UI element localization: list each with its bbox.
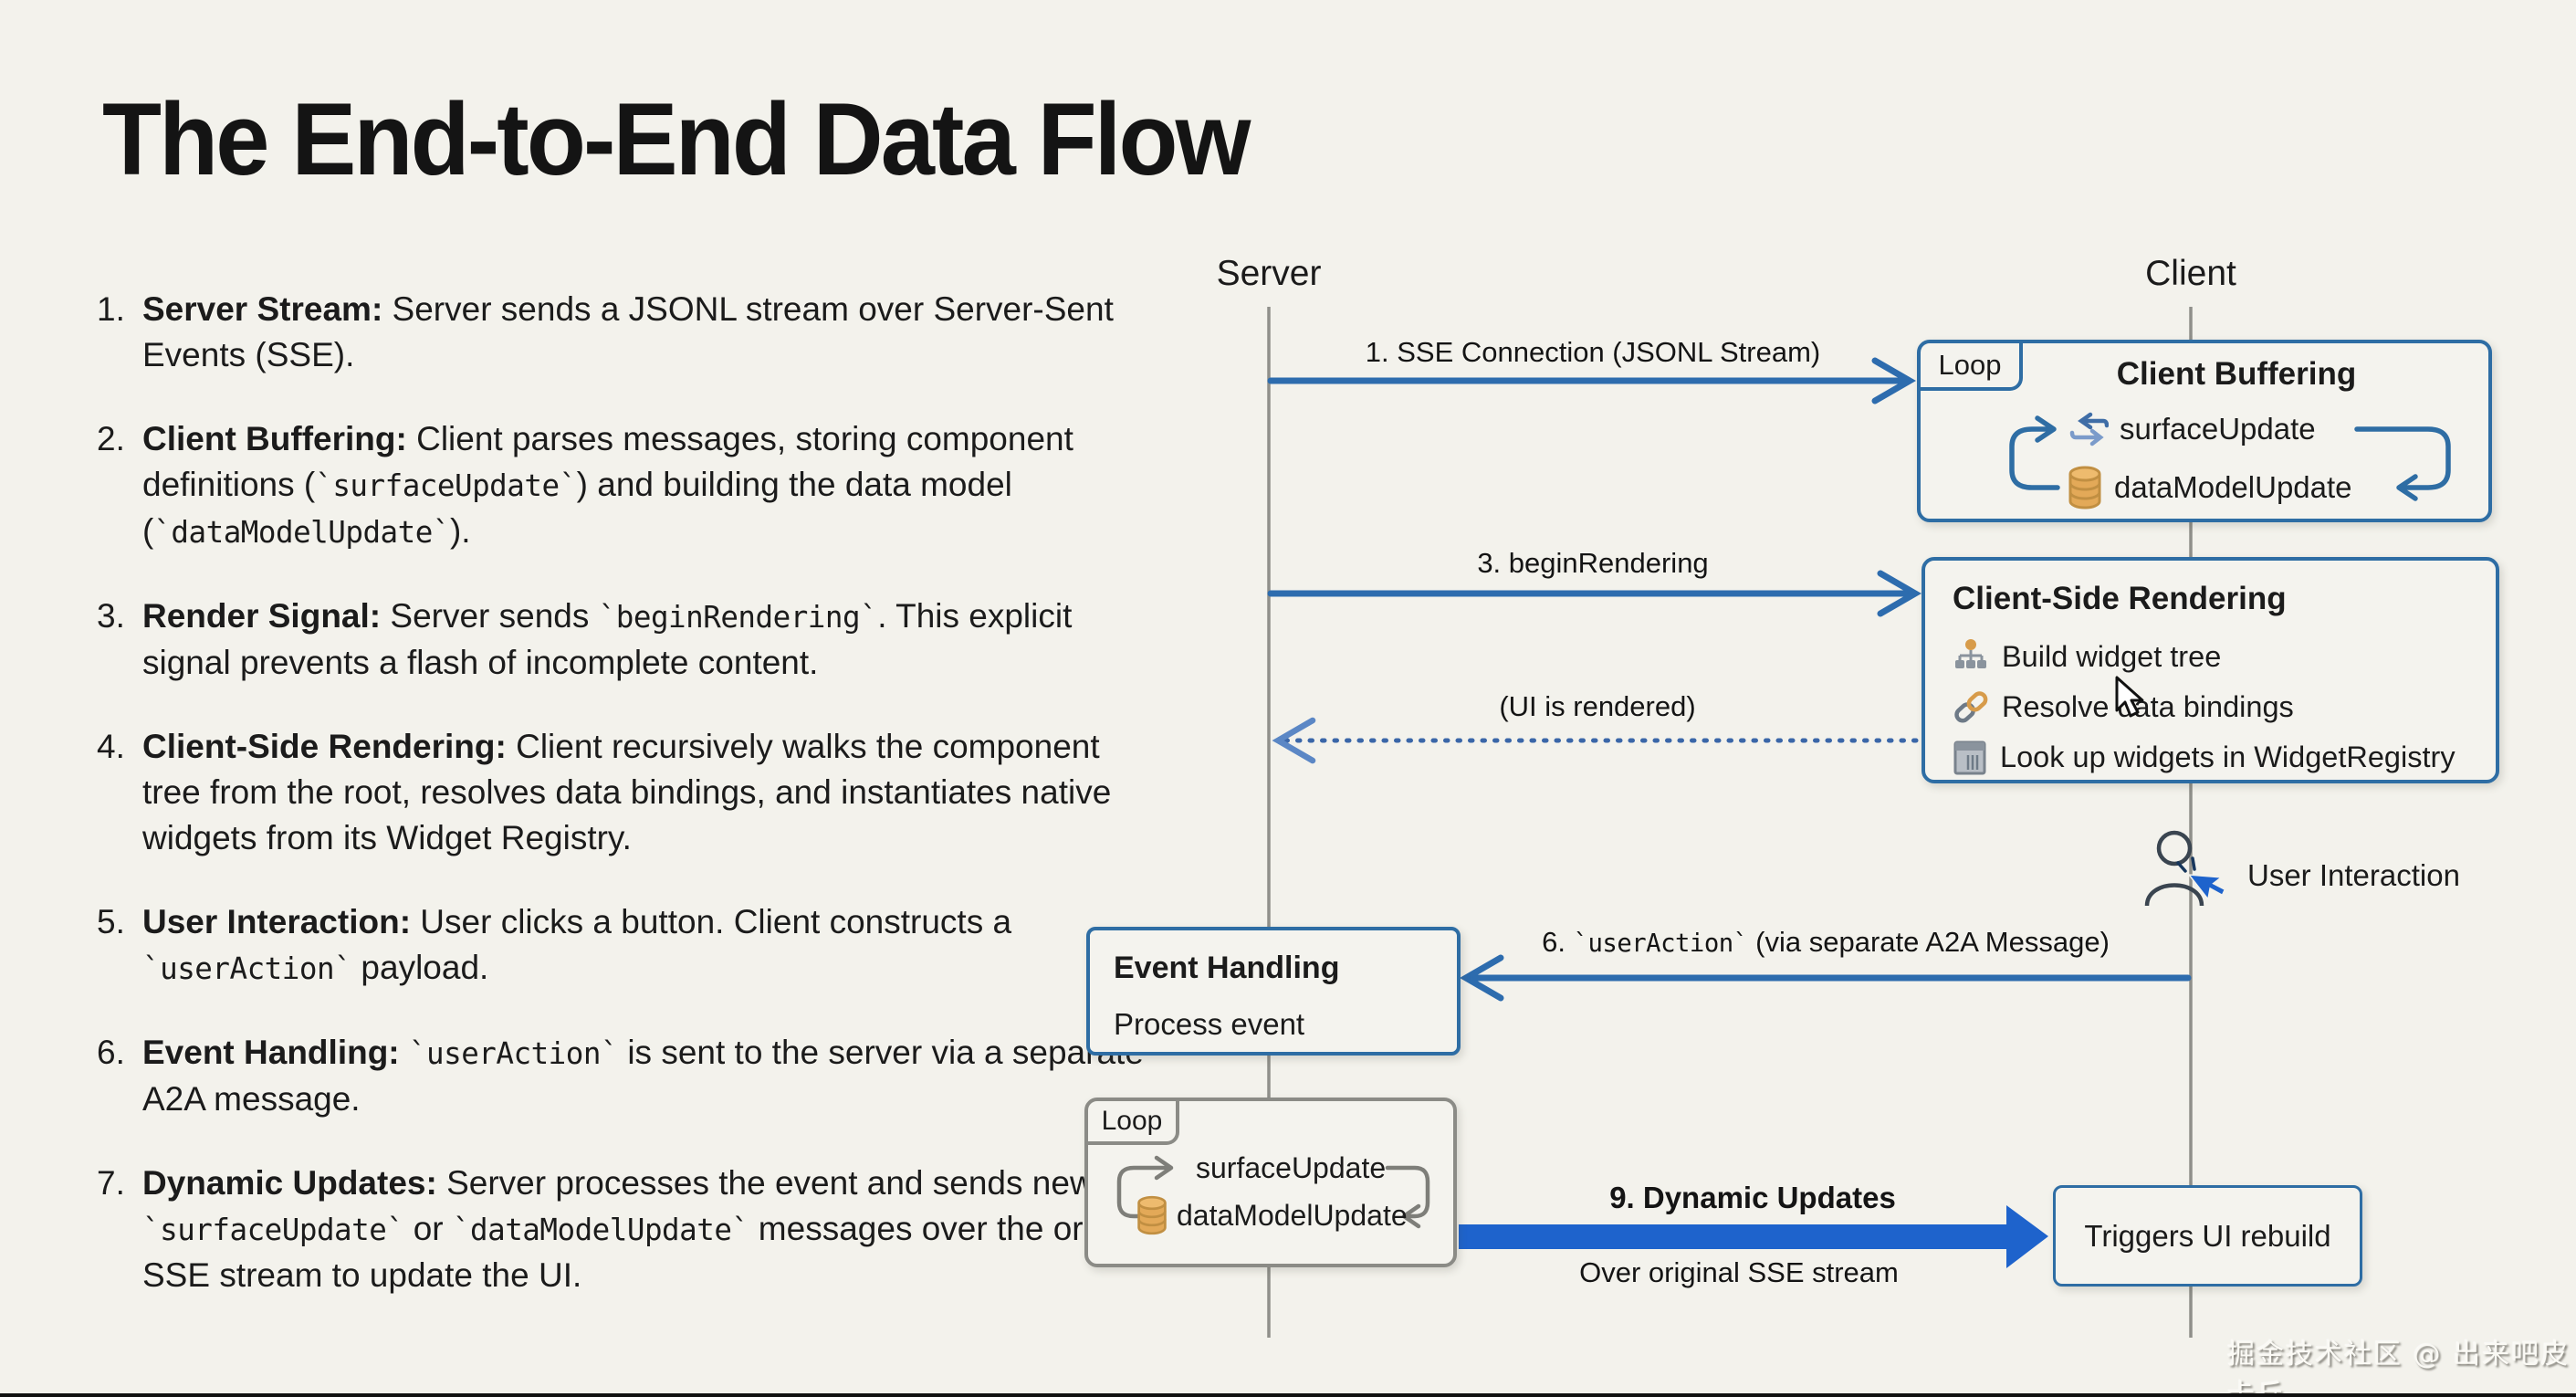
resolve-data-bindings-label: Resolve data bindings — [2002, 689, 2294, 723]
loop-fragment-label: Loop — [1921, 343, 2023, 391]
surface-update-row: surfaceUpdate — [2067, 409, 2316, 449]
surface-update-label: surfaceUpdate — [2120, 412, 2316, 446]
server-lifeline-label: Server — [1216, 254, 1322, 293]
step-item: 5. User Interaction: User clicks a button… — [97, 899, 1165, 992]
code-text: `dataModelUpdate` — [153, 515, 450, 550]
client-side-rendering-items: Build widget tree Resolve data bindings — [1953, 635, 2456, 778]
widget-tree-icon — [1955, 639, 1986, 668]
data-model-update-row: dataModelUpdate — [1136, 1194, 1408, 1236]
text: Server sends a JSONL stream over Server-… — [142, 290, 1114, 373]
server-loop-box: Loop surfaceUpdate dataModelUpdate — [1084, 1098, 1457, 1267]
text: User clicks a button. Client constructs … — [411, 903, 1012, 940]
build-widget-tree-row: Build widget tree — [1953, 635, 2456, 677]
event-handling-subtitle: Process event — [1114, 1007, 1305, 1041]
buffer-cycle-arrows — [2009, 415, 2451, 501]
step-item: 2. Client Buffering: Client parses messag… — [97, 416, 1165, 555]
message-ui-rendered: (UI is rendered) — [1499, 690, 1696, 722]
bold-text: Event Handling: — [142, 1034, 400, 1071]
bold-text: Render Signal: — [142, 597, 382, 635]
data-model-update-label: dataModelUpdate — [2114, 470, 2352, 504]
client-side-rendering-box: Client-Side Rendering Build widget tree — [1922, 557, 2499, 783]
data-model-update-label: dataModelUpdate — [1177, 1198, 1408, 1232]
bold-text: Dynamic Updates: — [142, 1164, 437, 1202]
database-icon — [2068, 466, 2101, 509]
step-number: 2. — [97, 420, 125, 457]
text: ) and building the data model ( — [142, 466, 1012, 550]
sync-icon — [2069, 412, 2109, 446]
message-dynamic-updates-subtitle: Over original SSE stream — [1579, 1256, 1899, 1288]
arrow-dynamic-updates — [1459, 1205, 2048, 1268]
surface-update-label: surfaceUpdate — [1196, 1150, 1387, 1184]
step-item: 6. Event Handling: `userAction` is sent t… — [97, 1030, 1165, 1122]
click-cursor-icon — [2176, 856, 2226, 901]
message-sse-connection: 1. SSE Connection (JSONL Stream) — [1365, 336, 1821, 368]
step-number: 5. — [97, 903, 125, 940]
arrow-user-action — [1460, 954, 2192, 1002]
arrow-ui-rendered — [1272, 717, 1920, 764]
message-begin-rendering: 3. beginRendering — [1477, 547, 1709, 579]
bottom-edge-bar — [0, 1393, 2576, 1397]
text: (via separate A2A Message) — [1747, 926, 2110, 958]
watermark: 掘金技术社区 @ 出来吧皮卡丘 — [2227, 1339, 2571, 1397]
client-side-rendering-title: Client-Side Rendering — [1953, 581, 2287, 616]
text: . This explicit signal prevents a flash … — [142, 597, 1073, 681]
text: 6. — [1542, 926, 1574, 958]
pointer-cursor-icon — [2115, 676, 2144, 718]
event-handling-box: Event Handling Process event — [1086, 927, 1461, 1056]
step-number: 6. — [97, 1034, 125, 1071]
step-number: 3. — [97, 597, 125, 635]
widget-registry-row: Look up widgets in WidgetRegistry — [1953, 736, 2456, 778]
code-text: `dataModelUpdate` — [452, 1213, 749, 1247]
text: Client parses messages, storing componen… — [142, 420, 1073, 503]
code-text: `userAction` — [408, 1036, 619, 1071]
step-item: 1. Server Stream: Server sends a JSONL st… — [97, 287, 1165, 378]
database-icon — [1137, 1195, 1167, 1235]
server-loop-cycle-arrows — [1116, 1155, 1430, 1229]
build-widget-tree-label: Build widget tree — [2002, 639, 2222, 673]
loop-fragment-label: Loop — [1088, 1101, 1179, 1145]
text: Server sends — [381, 597, 599, 635]
user-interaction-label: User Interaction — [2247, 858, 2460, 892]
arrow-begin-rendering — [1267, 570, 1922, 617]
message-dynamic-updates-title: 9. Dynamic Updates — [1609, 1181, 1896, 1214]
text: payload. — [351, 949, 489, 986]
bold-text: User Interaction: — [142, 903, 412, 940]
code-text: `userAction` — [142, 951, 352, 986]
step-number: 4. — [97, 728, 125, 765]
bold-text: Client-Side Rendering: — [142, 728, 507, 765]
text: is sent to the server via a separate A2A… — [142, 1034, 1144, 1118]
data-model-update-row: dataModelUpdate — [2067, 466, 2352, 509]
bold-text: Client Buffering: — [142, 420, 407, 457]
link-icon — [1954, 691, 1988, 723]
client-lifeline-label: Client — [2145, 254, 2236, 293]
step-number: 7. — [97, 1164, 125, 1202]
code-text: `beginRendering` — [598, 600, 878, 635]
event-handling-title: Event Handling — [1114, 951, 1340, 985]
registry-icon — [1953, 741, 1986, 775]
step-item: 4. Client-Side Rendering: Client recursiv… — [97, 724, 1165, 861]
step-number: 1. — [97, 290, 125, 328]
code-text: `userAction` — [1573, 930, 1748, 958]
triggers-ui-rebuild-box: Triggers UI rebuild — [2053, 1185, 2362, 1287]
resolve-data-bindings-row: Resolve data bindings — [1953, 686, 2456, 728]
surface-update-row: surfaceUpdate — [1196, 1148, 1386, 1188]
bold-text: Server Stream: — [142, 290, 383, 328]
message-user-action: 6. `userAction` (via separate A2A Messag… — [1474, 926, 2177, 959]
arrow-sse-connection — [1267, 357, 1916, 404]
page-title: The End-to-End Data Flow — [102, 82, 1251, 196]
code-text: `surfaceUpdate` — [315, 468, 577, 503]
text: Client recursively walks the component t… — [142, 728, 1112, 856]
code-text: `surfaceUpdate` — [142, 1213, 404, 1247]
text: or — [403, 1210, 453, 1247]
step-item: 3. Render Signal: Server sends `beginRend… — [97, 593, 1165, 686]
text: ). — [449, 512, 471, 550]
triggers-ui-rebuild-label: Triggers UI rebuild — [2084, 1218, 2331, 1253]
client-buffering-box: Loop Client Buffering surfaceUpdate data… — [1917, 340, 2492, 522]
text: Server processes the event and sends new — [436, 1164, 1094, 1202]
person-icon — [2144, 830, 2226, 907]
widget-registry-label: Look up widgets in WidgetRegistry — [2000, 740, 2456, 773]
client-buffering-title: Client Buffering — [2116, 356, 2357, 392]
